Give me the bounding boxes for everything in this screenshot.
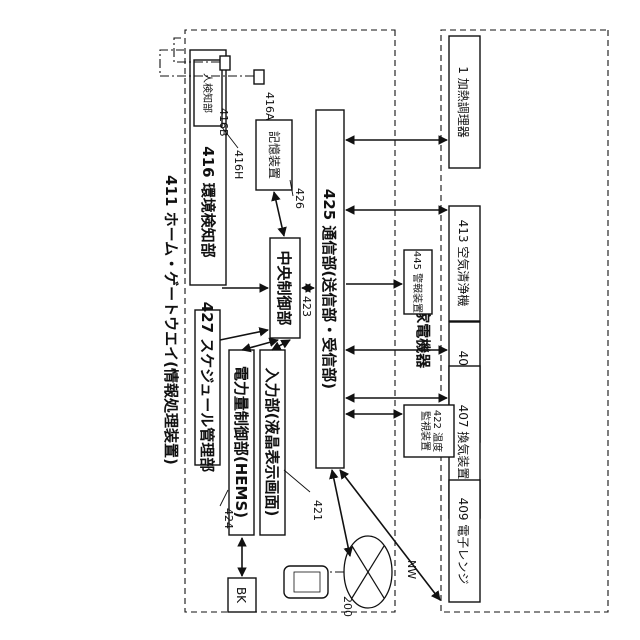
input-unit: 入力部(液晶表示画面) <box>260 350 285 535</box>
comm-unit: 425 通信部(送信部・受信部) <box>316 110 344 468</box>
sensor-b <box>220 56 230 70</box>
comm-unit-label: 425 通信部(送信部・受信部) <box>320 189 338 389</box>
sensor-b-label: 416B <box>217 108 230 137</box>
central-controller-label: 中央制御部 <box>275 250 293 325</box>
storage-device-label: 記憶装置 <box>267 131 282 179</box>
temperature-monitor: 422 温度監視装置 <box>404 405 454 457</box>
terminal-device <box>284 566 328 598</box>
appliance-air-purifier-label: 413 空気清浄機 <box>456 220 471 307</box>
ref-power: 424 <box>222 508 235 529</box>
appliance-ventilator-label: 407 換気装置 <box>456 405 471 480</box>
ref-input: 421 <box>311 500 324 521</box>
appliance-air-purifier: 413 空気清浄機 <box>449 206 480 321</box>
storage-device: 記憶装置 <box>256 120 292 190</box>
appliance-row: 1 加熱調理器 413 空気清浄機 403 冷蔵庫 407 換気装置 409 電… <box>449 36 480 602</box>
appliance-microwave-label: 409 電子レンジ <box>456 498 470 585</box>
appliance-microwave: 409 電子レンジ <box>449 480 480 602</box>
sensor-a-label: 416A <box>263 92 276 121</box>
bk-label: BK <box>234 587 248 604</box>
terminal-ref: 200 <box>341 596 354 617</box>
temperature-monitor-label: 422 温度監視装置 <box>419 410 444 452</box>
network-comm-link <box>332 470 350 556</box>
environment-detector-label: 416 環境検知部 <box>199 146 217 258</box>
sensor-a <box>254 70 264 84</box>
ref-person: 416H <box>232 150 245 179</box>
schedule-manager: 427 スケジュール管理部 <box>195 302 220 472</box>
ref-input-leader <box>284 470 310 492</box>
central-controller: 中央制御部 <box>270 238 300 338</box>
appliance-heater-label: 1 加熱調理器 <box>456 66 470 137</box>
ref-power-leader <box>220 490 228 506</box>
power-control-unit-label: 電力量制御部(HEMS) <box>232 366 250 518</box>
ref-storage: 426 <box>293 188 306 209</box>
input-unit-label: 入力部(液晶表示画面) <box>263 368 281 517</box>
appliance-heater: 1 加熱調理器 <box>449 36 480 168</box>
gateway-group-label: 411 ホーム・ゲートウエイ(情報処理装置) <box>162 175 180 465</box>
bk-box: BK <box>228 578 256 612</box>
alarm-device: 445 警報装置 <box>404 250 432 314</box>
ref-central: 423 <box>300 296 313 317</box>
schedule-manager-label: 427 スケジュール管理部 <box>198 302 216 472</box>
